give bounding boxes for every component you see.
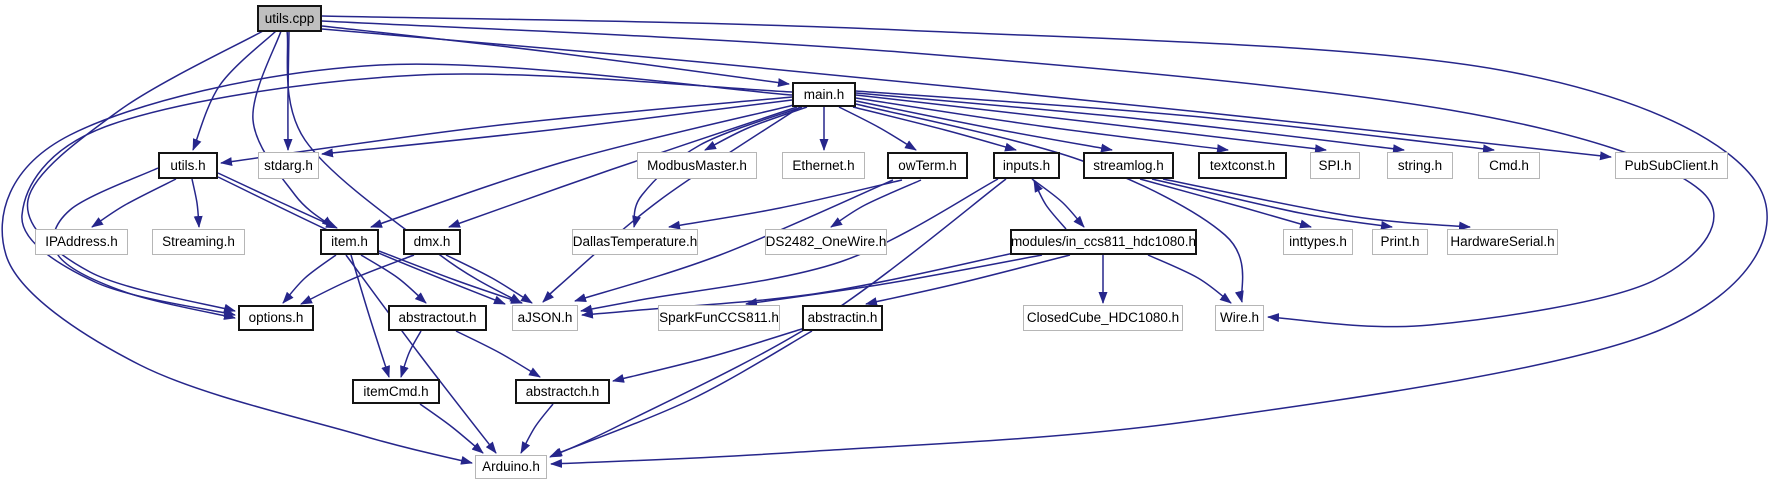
node-modules-in-ccs811-hdc1080-h[interactable]: modules/in_ccs811_hdc1080.h	[1010, 229, 1197, 255]
edge-modules-in-ccs811-hdc1080-h-to-sparkfunccs811-h	[745, 254, 1043, 307]
edge-modules-in-ccs811-hdc1080-h-to-ajson-h	[581, 252, 1015, 319]
edge-utils-h-to-options-h	[52, 167, 236, 320]
node-arduino-h: Arduino.h	[475, 455, 547, 479]
node-string-h: string.h	[1387, 152, 1453, 179]
edge-owterm-h-to-ajson-h	[574, 179, 894, 302]
node-ajson-h: aJSON.h	[512, 305, 578, 331]
node-inputs-h[interactable]: inputs.h	[993, 152, 1060, 179]
edge-item-h-to-itemcmd-h	[350, 254, 390, 378]
edge-main-h-to-options-h	[21, 73, 793, 317]
edge-main-h-to-stdarg-h	[321, 99, 793, 158]
node-dallastemperature-h: DallasTemperature.h	[572, 229, 698, 255]
node-owterm-h[interactable]: owTerm.h	[887, 152, 968, 179]
edge-streamlog-h-to-hardwareserial-h	[1162, 178, 1471, 231]
edge-utils-cpp-to-wire-h	[321, 20, 1715, 328]
edge-utils-cpp-to-main-h	[321, 25, 790, 88]
edge-utils-cpp-to-arduino-h	[321, 15, 1768, 468]
edge-item-h-to-arduino-h	[345, 254, 497, 454]
node-utils-h[interactable]: utils.h	[158, 152, 218, 179]
edge-dmx-h-to-ajson-h	[445, 254, 533, 304]
edge-main-h-to-dmx-h	[448, 106, 798, 228]
node-options-h[interactable]: options.h	[238, 305, 314, 331]
node-pubsubclient-h: PubSubClient.h	[1615, 152, 1728, 179]
node-abstractin-h[interactable]: abstractin.h	[802, 305, 883, 331]
node-stdarg-h: stdarg.h	[258, 152, 319, 179]
edge-itemcmd-h-to-arduino-h	[419, 403, 484, 454]
edge-main-h-to-wire-h	[855, 103, 1244, 303]
edge-utils-cpp-to-pubsubclient-h	[321, 28, 1612, 161]
node-streaming-h: Streaming.h	[152, 229, 245, 255]
edge-main-h-to-cmd-h	[855, 90, 1495, 154]
node-modbusmaster-h: ModbusMaster.h	[637, 152, 757, 179]
node-sparkfunccs811-h: SparkFunCCS811.h	[658, 305, 780, 331]
edge-streamlog-h-to-inttypes-h	[1139, 178, 1312, 229]
edge-inputs-h-to-ajson-h	[580, 178, 999, 314]
edge-item-h-to-abstractout-h	[360, 254, 427, 304]
edge-item-h-to-ajson-h	[378, 250, 523, 304]
edge-dmx-h-to-options-h	[300, 254, 415, 305]
edge-owterm-h-to-dallastemperature-h	[668, 179, 903, 230]
node-ethernet-h: Ethernet.h	[782, 152, 865, 179]
node-utils-cpp: utils.cpp	[257, 5, 322, 32]
node-dmx-h[interactable]: dmx.h	[403, 229, 461, 255]
edge-main-h-to-inputs-h	[852, 106, 1017, 152]
node-item-h[interactable]: item.h	[320, 229, 379, 255]
edge-utils-h-to-item-h	[217, 172, 338, 229]
node-wire-h: Wire.h	[1215, 305, 1264, 331]
node-ipaddress-h: IPAddress.h	[35, 229, 128, 255]
node-abstractch-h[interactable]: abstractch.h	[515, 379, 610, 404]
edge-main-h-to-streamlog-h	[855, 100, 1113, 153]
edge-modules-in-ccs811-hdc1080-h-to-inputs-h	[1033, 180, 1067, 230]
node-hardwareserial-h: HardwareSerial.h	[1447, 229, 1558, 255]
edge-utils-cpp-to-utils-h	[192, 30, 277, 151]
edge-main-h-to-owterm-h	[838, 106, 917, 151]
node-abstractout-h[interactable]: abstractout.h	[388, 305, 487, 331]
edge-main-h-to-textconst-h	[855, 97, 1229, 154]
node-inttypes-h: inttypes.h	[1283, 229, 1353, 255]
edge-modules-in-ccs811-hdc1080-h-to-abstractin-h	[865, 254, 1071, 306]
edge-utils-cpp-to-ajson-h	[286, 30, 522, 304]
edge-item-h-to-options-h	[282, 254, 337, 304]
edge-utils-h-to-streaming-h	[191, 178, 203, 228]
edge-abstractout-h-to-itemcmd-h	[400, 330, 422, 378]
edge-modules-in-ccs811-hdc1080-h-to-wire-h	[1147, 254, 1232, 304]
edge-main-h-to-string-h	[855, 92, 1405, 154]
edge-abstractin-h-to-abstractch-h	[612, 327, 806, 383]
edge-utils-cpp-to-options-h	[26, 30, 264, 313]
edge-owterm-h-to-ds2482-onewire-h	[830, 179, 922, 228]
edge-abstractout-h-to-abstractch-h	[455, 330, 541, 378]
edge-inputs-h-to-arduino-h	[549, 178, 1007, 458]
edge-abstractin-h-to-arduino-h	[550, 330, 813, 457]
edge-main-h-to-arduino-h	[1, 63, 793, 465]
node-textconst-h[interactable]: textconst.h	[1198, 152, 1287, 179]
edge-main-h-to-ajson-h	[542, 106, 801, 303]
edge-streamlog-h-to-print-h	[1151, 178, 1393, 230]
edge-utils-h-to-ipaddress-h	[91, 178, 177, 228]
node-closedcube-hdc1080-h: ClosedCube_HDC1080.h	[1023, 305, 1183, 331]
node-streamlog-h[interactable]: streamlog.h	[1083, 152, 1174, 179]
edge-main-h-to-spi-h	[855, 94, 1327, 154]
node-print-h: Print.h	[1372, 229, 1428, 255]
node-ds2482-onewire-h: DS2482_OneWire.h	[765, 229, 887, 255]
edge-main-h-to-item-h	[370, 104, 795, 228]
node-cmd-h: Cmd.h	[1478, 152, 1540, 179]
edge-abstractch-h-to-arduino-h	[520, 403, 554, 454]
node-itemcmd-h[interactable]: itemCmd.h	[352, 379, 440, 404]
node-spi-h: SPI.h	[1310, 152, 1360, 179]
node-main-h[interactable]: main.h	[792, 82, 856, 107]
edge-utils-cpp-to-stdarg-h	[283, 30, 293, 151]
edge-utils-cpp-to-item-h	[252, 30, 334, 228]
